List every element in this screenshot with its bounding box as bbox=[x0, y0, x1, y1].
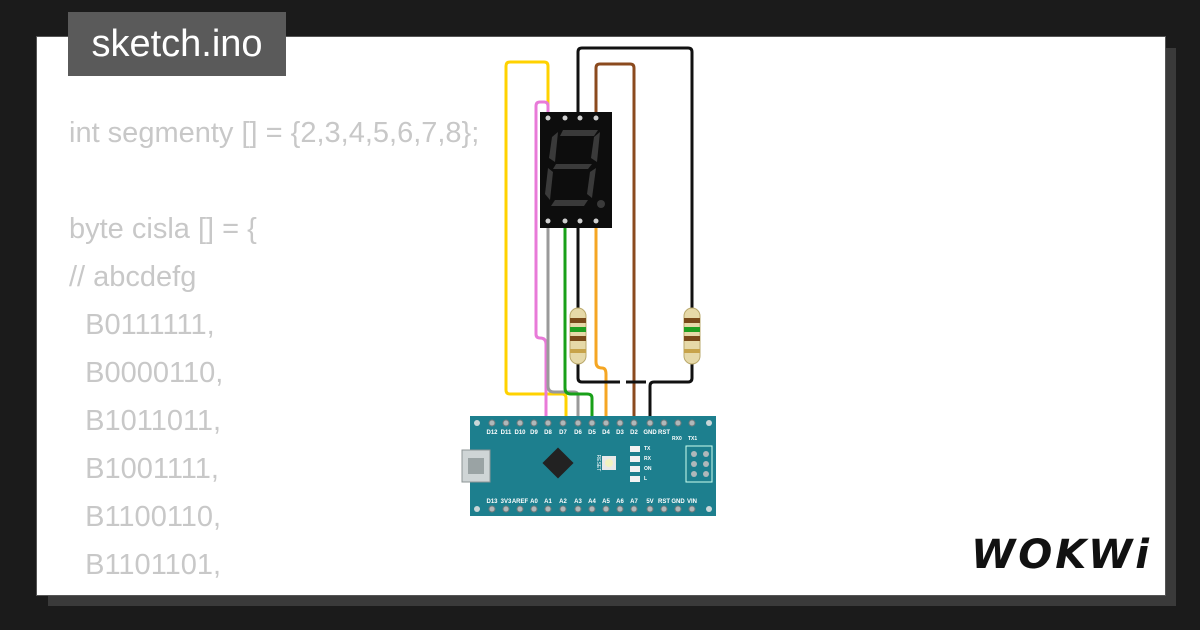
pin-label: D12 bbox=[486, 430, 498, 436]
code-line: B1001111, bbox=[69, 453, 219, 485]
pin-label: D9 bbox=[530, 430, 538, 436]
pin-label: A7 bbox=[630, 499, 638, 505]
code-line: B1101101, bbox=[69, 549, 222, 581]
resistor-1 bbox=[569, 296, 587, 376]
code-line: B0000110, bbox=[69, 357, 224, 389]
arduino-nano: D12 D11 D10 D9 D8 D7 D6 D5 D4 D3 D2 GND … bbox=[461, 416, 716, 516]
wire-green bbox=[563, 222, 594, 420]
tx1-label: TX1 bbox=[688, 436, 697, 442]
wire-black-top bbox=[576, 46, 694, 310]
pin-label: D5 bbox=[588, 430, 596, 436]
pin-label: A6 bbox=[616, 499, 624, 505]
pin-label: D2 bbox=[630, 430, 638, 436]
pin-label: A1 bbox=[544, 499, 552, 505]
code-line: B1100110, bbox=[69, 501, 222, 533]
code-line: // abcdefg bbox=[69, 261, 197, 293]
pin-label: D6 bbox=[574, 430, 582, 436]
code-line: byte cisla [] = { bbox=[69, 213, 257, 245]
pin-label: D7 bbox=[559, 430, 567, 436]
code-preview: int segmenty [] = {2,3,4,5,6,7,8}; byte c… bbox=[69, 109, 480, 595]
code-line: B0111111, bbox=[69, 309, 215, 341]
pin-label: D11 bbox=[501, 430, 512, 436]
pin-label: D8 bbox=[544, 430, 552, 436]
l-label: L bbox=[644, 476, 647, 482]
rx-label: RX bbox=[644, 456, 652, 462]
pin-label: 3V3 bbox=[501, 499, 512, 505]
status-leds bbox=[630, 446, 640, 482]
code-line: int segmenty [] = {2,3,4,5,6,7,8}; bbox=[69, 117, 480, 149]
pin-label: VIN bbox=[687, 499, 697, 505]
pin-label: RST bbox=[658, 499, 670, 505]
icsp-header bbox=[685, 445, 713, 483]
resistor-2 bbox=[683, 307, 701, 365]
wire-yellow bbox=[504, 60, 568, 420]
pin-label: A4 bbox=[588, 499, 596, 505]
wire-black-left bbox=[576, 222, 620, 384]
reset-button-icon: RESET bbox=[595, 455, 616, 472]
pin-label: A3 bbox=[574, 499, 582, 505]
reset-label: RESET bbox=[595, 455, 601, 472]
tx-label: TX bbox=[644, 446, 651, 452]
pin-label: GND bbox=[671, 499, 685, 505]
pin-label: D3 bbox=[616, 430, 624, 436]
pin-label: A0 bbox=[530, 499, 538, 505]
microcontroller-chip bbox=[542, 447, 574, 479]
pin-label: 5V bbox=[646, 499, 653, 505]
wire-pink bbox=[534, 100, 550, 420]
usb-connector-icon bbox=[461, 449, 491, 483]
seven-segment-display bbox=[540, 112, 612, 228]
wire-orange bbox=[594, 222, 608, 420]
pin-label: A5 bbox=[602, 499, 610, 505]
pin-label: A2 bbox=[559, 499, 567, 505]
rx0-label: RX0 bbox=[672, 436, 682, 442]
project-title: sketch.ino bbox=[68, 12, 286, 76]
on-label: ON bbox=[644, 466, 652, 472]
wire-black-right bbox=[648, 360, 694, 420]
pin-label: RST bbox=[658, 430, 670, 436]
wire-brown bbox=[594, 62, 636, 420]
pin-label: D13 bbox=[486, 499, 498, 505]
pin-label: D10 bbox=[514, 430, 526, 436]
wokwi-logo: WOKWi bbox=[971, 532, 1152, 578]
pin-label: GND bbox=[643, 430, 657, 436]
pin-label: AREF bbox=[512, 499, 529, 505]
pin-label: D4 bbox=[602, 430, 610, 436]
code-line: B1011011, bbox=[69, 405, 222, 437]
